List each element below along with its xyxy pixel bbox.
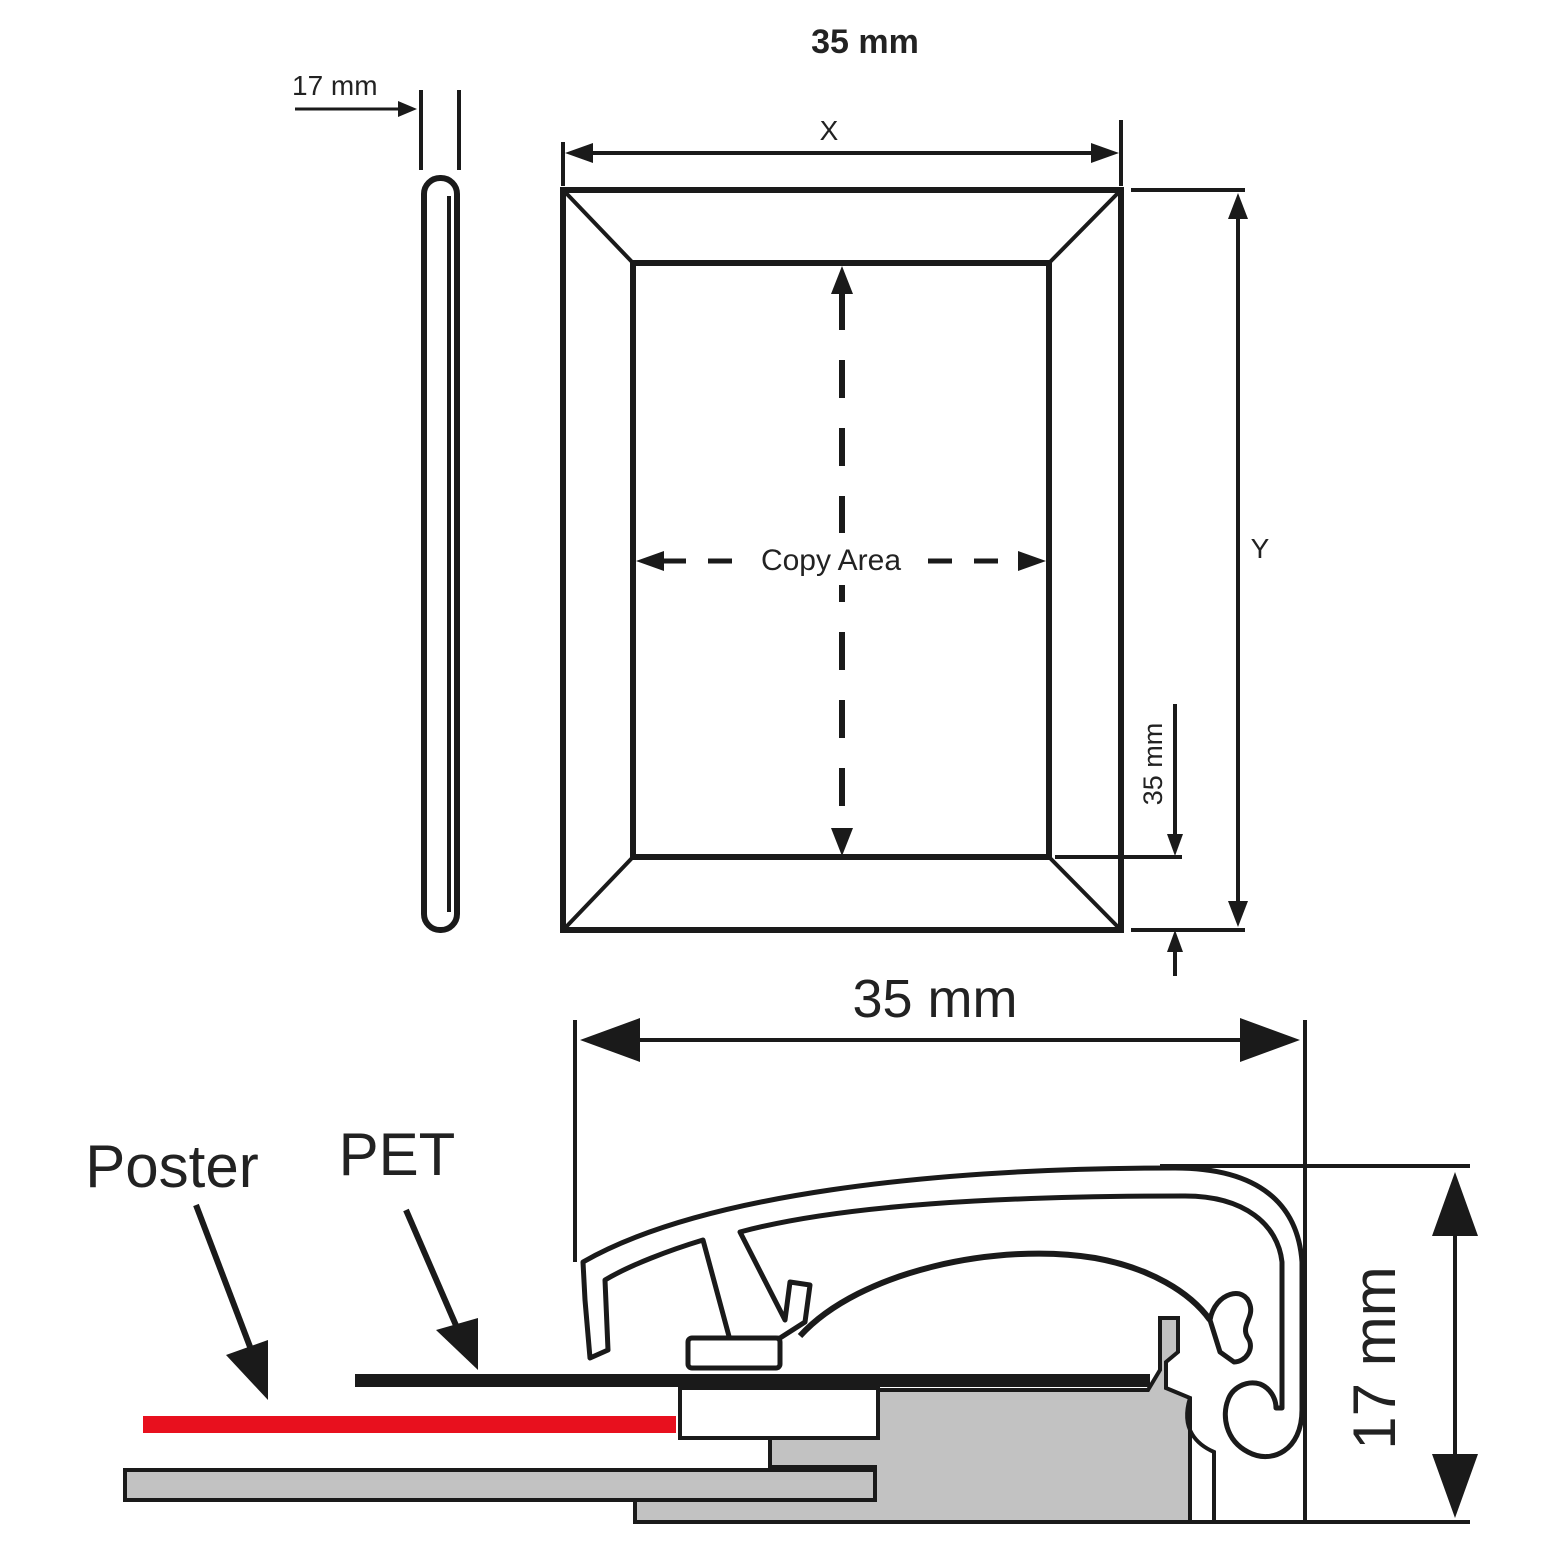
front-view-frame: X Copy Area Y [560, 115, 1270, 976]
section-width-label: 35 mm [852, 969, 1017, 1029]
frame-inner-edge [630, 260, 1052, 860]
side-profile-view: 17 mm [292, 70, 461, 933]
cross-section: 35 mm 17 mm Poster [85, 969, 1478, 1524]
clip-inner-arc [797, 1250, 1213, 1339]
poster-pointer-line [193, 1203, 255, 1354]
clip-profile [580, 1165, 1305, 1459]
x-arrow-right [1091, 143, 1119, 163]
mitre-bottom-right [1047, 855, 1120, 929]
section-depth-arrow-bottom [1432, 1454, 1478, 1518]
mitre-top-right [1047, 191, 1120, 265]
copy-area-label-bg [742, 533, 922, 585]
poster-sheet [143, 1416, 676, 1433]
poster-label: Poster [85, 1133, 258, 1200]
copy-area-arrow-up [831, 266, 853, 294]
pet-sheet [355, 1374, 1150, 1387]
side-depth-arrowhead [398, 101, 417, 117]
section-depth-label: 17 mm [1341, 1266, 1408, 1449]
section-width-arrow-left [580, 1018, 640, 1062]
y-arrow-bottom [1228, 901, 1248, 927]
y-arrow-top [1228, 193, 1248, 219]
backing-board [123, 1468, 877, 1502]
side-profile-bar [421, 175, 460, 933]
clip-hook [1207, 1291, 1254, 1365]
spacer-block [678, 1386, 880, 1440]
frame-height-label: Y [1251, 533, 1270, 564]
clip-foot [685, 1335, 783, 1371]
top-profile-width-label: 35 mm [811, 23, 919, 61]
base-rail [1185, 1397, 1216, 1522]
poster-pointer-arrowhead [226, 1340, 268, 1400]
frame-outer-edge [560, 187, 1124, 933]
pet-label: PET [339, 1121, 456, 1188]
section-width-arrow-right [1240, 1018, 1300, 1062]
border-arrow-up [1167, 930, 1183, 952]
side-depth-label: 17 mm [292, 70, 378, 101]
border-arrow-down [1167, 834, 1183, 856]
pet-pointer-arrowhead [436, 1318, 478, 1370]
copy-area-arrow-down [831, 828, 853, 856]
x-arrow-left [565, 143, 593, 163]
section-depth-arrow-top [1432, 1172, 1478, 1236]
border-width-label: 35 mm [1138, 723, 1168, 806]
pet-pointer-line [403, 1208, 461, 1332]
mitre-top-left [564, 191, 635, 265]
copy-area-label: Copy Area [761, 544, 901, 577]
copy-area-arrow-left [636, 551, 664, 571]
copy-area-arrow-right [1018, 551, 1046, 571]
frame-width-label: X [820, 115, 839, 146]
mitre-bottom-left [564, 855, 635, 929]
